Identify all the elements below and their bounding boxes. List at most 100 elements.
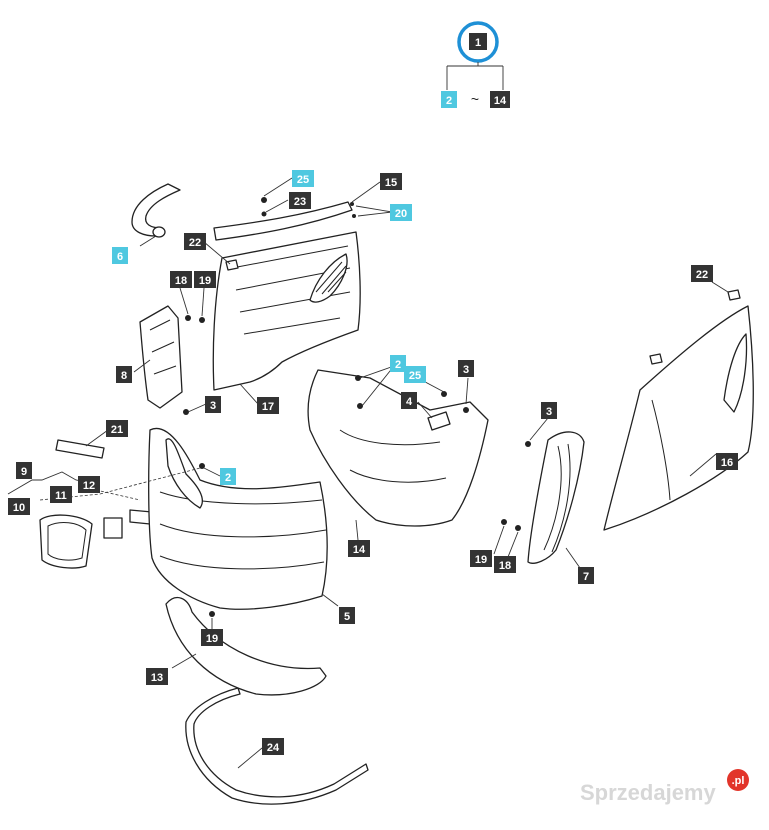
part-14-inner-panel — [307, 369, 489, 527]
callout-17: 17 — [257, 397, 279, 414]
callout-3-right: 3 — [541, 402, 557, 419]
callouts: 2 2 3 3 3 4 5 6 7 8 9 10 11 12 13 14 15 … — [8, 170, 738, 755]
svg-text:2: 2 — [446, 95, 452, 107]
svg-text:19: 19 — [206, 633, 218, 645]
part-17-ribs — [231, 245, 351, 335]
part-10-fog-cover-inner — [47, 522, 87, 561]
part-17-grille-panel — [212, 231, 361, 391]
svg-text:22: 22 — [696, 269, 708, 281]
svg-text:10: 10 — [13, 502, 25, 514]
svg-text:21: 21 — [111, 424, 123, 436]
part-22-pin-right — [727, 289, 741, 301]
callout-12: 12 — [78, 476, 100, 493]
assembly-label: 1 — [469, 33, 487, 50]
assembly-bracket — [446, 62, 504, 90]
svg-text:11: 11 — [55, 490, 67, 502]
part-5-bumper-lines — [159, 491, 327, 570]
svg-text:25: 25 — [297, 174, 309, 186]
svg-text:19: 19 — [475, 554, 487, 566]
svg-text:18: 18 — [175, 275, 187, 287]
svg-text:17: 17 — [262, 401, 274, 413]
svg-text:15: 15 — [385, 177, 397, 189]
range-separator: ~ — [471, 91, 479, 107]
callout-13: 13 — [146, 668, 168, 685]
callout-7: 7 — [578, 567, 594, 584]
callout-19-left: 19 — [194, 271, 216, 288]
callout-3-middle: 3 — [458, 360, 474, 377]
callout-2-upper: 2 — [390, 355, 406, 372]
svg-text:24: 24 — [267, 742, 280, 754]
callout-23: 23 — [289, 192, 311, 209]
callout-4: 4 — [401, 392, 417, 409]
svg-text:7: 7 — [583, 571, 589, 583]
callout-20: 20 — [390, 204, 412, 221]
callout-25-top: 25 — [292, 170, 314, 187]
svg-text:13: 13 — [151, 672, 163, 684]
svg-text:3: 3 — [463, 364, 469, 376]
callout-18-right: 18 — [494, 556, 516, 573]
callout-10: 10 — [8, 498, 30, 515]
callout-24: 24 — [262, 738, 284, 755]
callout-16: 16 — [716, 453, 738, 470]
svg-text:19: 19 — [199, 275, 211, 287]
part-7-ribs — [543, 443, 571, 553]
leader-lines — [7, 177, 729, 769]
svg-text:20: 20 — [395, 208, 407, 220]
svg-text:5: 5 — [344, 611, 350, 623]
part-8-bracket-ribs — [149, 319, 177, 375]
callout-3-left: 3 — [205, 396, 221, 413]
part-22-pin-lower — [649, 353, 663, 365]
callout-8: 8 — [116, 366, 132, 383]
part-24-seal-strip — [185, 687, 369, 805]
callout-22-left: 22 — [184, 233, 206, 250]
svg-text:12: 12 — [83, 480, 95, 492]
part-22-pin-left — [225, 259, 239, 271]
callout-19-right: 19 — [470, 550, 492, 567]
watermark: Sprzedajemy .pl — [580, 769, 749, 805]
svg-text:2: 2 — [225, 472, 231, 484]
part-8-bracket — [139, 305, 183, 409]
svg-text:23: 23 — [294, 196, 306, 208]
callout-21: 21 — [106, 420, 128, 437]
part-13-lower-lip — [165, 596, 327, 696]
svg-text:8: 8 — [121, 370, 127, 382]
assembly-header: 1 2 ~ 14 — [441, 21, 510, 108]
svg-text:18: 18 — [499, 560, 511, 572]
callout-18-left: 18 — [170, 271, 192, 288]
part-16-crease — [651, 399, 671, 501]
watermark-badge — [727, 769, 749, 791]
fasteners — [183, 197, 531, 617]
callout-25-middle: 25 — [404, 366, 426, 383]
svg-text:16: 16 — [721, 457, 733, 469]
callout-22-right: 22 — [691, 265, 713, 282]
callout-11: 11 — [50, 486, 72, 503]
part-4-clip — [427, 411, 451, 431]
svg-text:9: 9 — [21, 466, 27, 478]
part-16-side-panel — [603, 305, 754, 531]
callout-9: 9 — [16, 462, 32, 479]
part-11-trim — [103, 517, 123, 539]
part-5-bumper-side — [165, 438, 203, 509]
range-start-label: 2 — [441, 91, 457, 108]
part-16-vent — [723, 333, 748, 413]
assembly-label-text: 1 — [475, 37, 481, 49]
svg-text:4: 4 — [406, 396, 413, 408]
part-drawings — [39, 183, 754, 805]
svg-text:3: 3 — [546, 406, 552, 418]
range-end-label: 14 — [490, 91, 510, 108]
callout-14: 14 — [348, 540, 370, 557]
callout-15: 15 — [380, 173, 402, 190]
part-14-panel-lines — [339, 429, 447, 483]
part-6-hose-end — [152, 226, 166, 238]
svg-text:25: 25 — [409, 370, 421, 382]
svg-text:22: 22 — [189, 237, 201, 249]
callout-19-bottom: 19 — [201, 629, 223, 646]
callout-5: 5 — [339, 607, 355, 624]
part-5-bumper — [148, 427, 328, 610]
part-21-bar — [55, 439, 105, 459]
svg-text:6: 6 — [117, 251, 123, 263]
svg-text:14: 14 — [494, 95, 507, 107]
svg-text:3: 3 — [210, 400, 216, 412]
